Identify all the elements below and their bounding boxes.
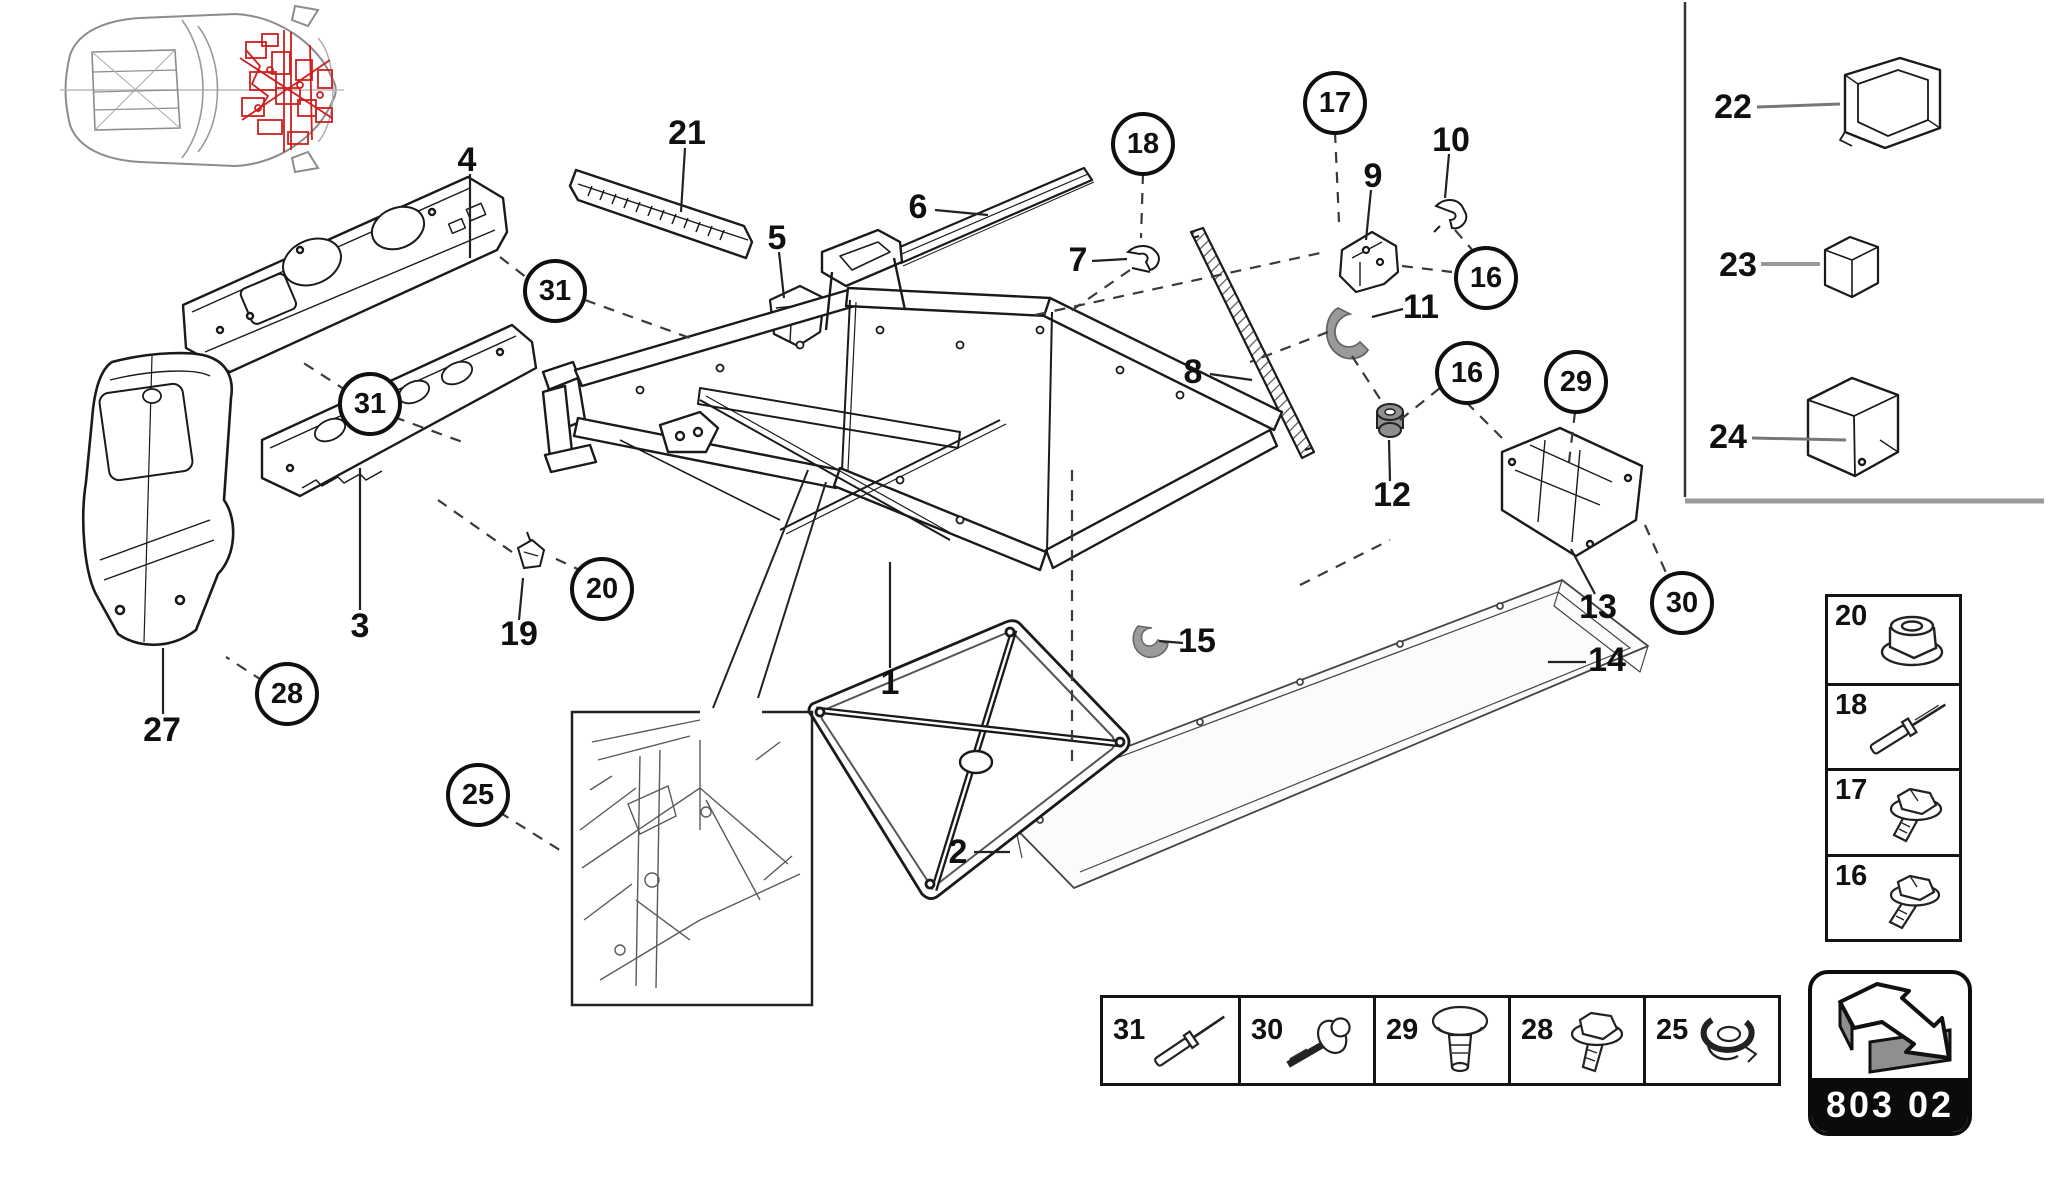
part-11-hook [1325, 306, 1370, 360]
grommet-nut-icon [1700, 1016, 1758, 1063]
legend-number: 25 [1656, 1014, 1689, 1046]
part-22-box-bracket [1839, 56, 1942, 150]
fastener-reference-table: 20 18 17 16 [1825, 594, 1962, 942]
long-screw-icon [1286, 1016, 1351, 1068]
fastener-number: 20 [1835, 600, 1868, 632]
part-8-hatched-blade [1189, 226, 1316, 460]
part-6-diagonal-strip [891, 166, 1095, 267]
flanged-screw-icon [1889, 787, 1943, 843]
part-4-firewall-panel [181, 175, 509, 374]
fastener-row-20: 20 [1828, 597, 1959, 683]
leader-lines [161, 102, 1847, 854]
part-14-long-side-panel [987, 579, 1649, 889]
bottom-fastener-legend: 31 30 29 [1100, 995, 1781, 1086]
part-1-front-frame-assembly [541, 228, 1284, 572]
flanged-screw-icon [1570, 1011, 1624, 1072]
legend-cell-28: 28 [1508, 998, 1643, 1083]
highlighted-front-frame-zone [239, 30, 333, 152]
legend-number: 29 [1386, 1014, 1419, 1046]
blind-rivet-icon [1154, 1015, 1225, 1067]
part-12-grommet [1376, 403, 1404, 438]
part-15-clip [1132, 625, 1169, 658]
legend-cell-30: 30 [1238, 998, 1373, 1083]
fastener-number: 16 [1835, 859, 1868, 892]
part-9-bracket [1338, 230, 1400, 294]
part-19-small-bracket [516, 531, 546, 570]
legend-number: 31 [1113, 1014, 1146, 1046]
legend-cell-25: 25 [1643, 998, 1778, 1083]
detail-inset-box [570, 469, 827, 1007]
fastener-row-17: 17 [1828, 768, 1959, 854]
legend-number: 28 [1521, 1014, 1554, 1046]
detail-inset-drawing [579, 719, 801, 989]
car-mirror-icons [290, 4, 320, 174]
page-code: 803 02 [1812, 1078, 1968, 1132]
part-2-floor-tray [807, 619, 1131, 900]
flanged-screw-icon [1888, 875, 1941, 930]
part-10-small-clip [1433, 199, 1468, 233]
legend-cell-29: 29 [1373, 998, 1508, 1083]
part-23-small-box [1823, 235, 1880, 299]
hardware-panel-border [1683, 2, 2044, 504]
legend-cell-31: 31 [1103, 998, 1238, 1083]
car-top-view-locator [60, 4, 344, 174]
part-13-support-bracket [1500, 426, 1644, 558]
dome-head-screw-icon [1431, 1005, 1489, 1072]
fastener-row-18: 18 [1828, 682, 1959, 769]
flange-nut-icon [1880, 616, 1944, 667]
fastener-number: 18 [1835, 688, 1868, 721]
fastener-row-16: 16 [1828, 853, 1959, 940]
legend-number: 30 [1251, 1014, 1284, 1046]
part-21-upper-rail [568, 168, 754, 260]
direction-arrow-icon [1838, 982, 1952, 1074]
blind-rivet-icon [1869, 703, 1947, 755]
part-24-open-box [1806, 376, 1900, 478]
part-3-sill-member [260, 323, 538, 498]
fastener-number: 17 [1835, 774, 1868, 806]
part-27-wheelhouse-panel [82, 351, 235, 647]
page-code-badge: 803 02 [1808, 970, 1972, 1136]
part-7-clip [1125, 245, 1160, 273]
